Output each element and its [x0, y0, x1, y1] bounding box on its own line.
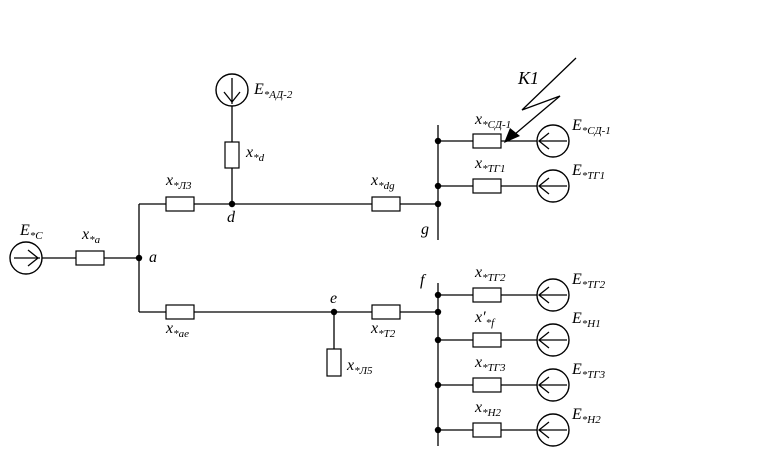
label-e-tg3: E*ТГ3	[571, 361, 606, 381]
label-x-a: x*a	[81, 226, 101, 246]
lightning-arrowhead-icon	[504, 128, 520, 143]
label-x-dg: x*dg	[370, 172, 395, 192]
source-e-tg2	[536, 278, 570, 312]
resistor-x-n2	[472, 422, 502, 438]
resistors	[75, 133, 502, 438]
label-x-sd1: x*СД-1	[474, 111, 511, 131]
junction-e	[330, 308, 338, 316]
junction-d	[228, 200, 236, 208]
resistor-x-sd1	[472, 133, 502, 149]
label-e-tg1: E*ТГ1	[571, 162, 605, 182]
resistor-x-tg2	[472, 287, 502, 303]
resistor-x-l5	[326, 348, 342, 377]
resistor-x-tg3	[472, 377, 502, 393]
label-e-n1: E*Н1	[571, 310, 601, 330]
source-e-c	[9, 241, 43, 275]
label-x-n2: x*Н2	[474, 399, 502, 419]
node-label-a: a	[149, 249, 157, 266]
source-e-n2	[536, 413, 570, 447]
junction-g-1	[434, 137, 442, 145]
source-e-ad2	[215, 73, 249, 107]
source-e-tg3	[536, 368, 570, 402]
node-label-g: g	[421, 221, 429, 238]
label-e-c: E*C	[19, 222, 43, 242]
label-x-d: x*d	[245, 144, 265, 164]
resistor-x-f	[472, 332, 502, 348]
junction-g-2	[434, 182, 442, 190]
resistor-x-tg1	[472, 178, 502, 194]
node-labels: a d g e f	[149, 209, 429, 307]
sources	[9, 73, 570, 447]
label-e-tg2: E*ТГ2	[571, 271, 606, 291]
resistor-x-dg	[371, 196, 401, 212]
resistor-x-a	[75, 250, 105, 266]
resistor-x-d	[224, 141, 240, 169]
label-x-t2: x*Т2	[370, 320, 396, 340]
source-e-tg1	[536, 169, 570, 203]
junction-f-1	[434, 291, 442, 299]
source-labels: E*C E*АД-2 E*СД-1 E*ТГ1 E*ТГ2 E*Н1 E*ТГ3…	[19, 81, 611, 426]
junction-f-3	[434, 336, 442, 344]
label-x-tg3: x*ТГ3	[474, 354, 506, 374]
resistor-x-t2	[371, 304, 401, 320]
fault-k1: K1	[504, 57, 577, 143]
resistor-x-l3	[165, 196, 195, 212]
label-x-tg1: x*ТГ1	[474, 155, 505, 175]
resistor-labels: x*a x*Л3 x*d x*dg x*СД-1 x*ТГ1 x*ae x*Т2…	[81, 111, 511, 419]
label-x-l5: x*Л5	[346, 357, 373, 377]
resistor-x-ae	[165, 304, 195, 320]
source-e-sd1	[536, 124, 570, 158]
label-x-f: x′*f	[474, 309, 496, 329]
node-label-d: d	[227, 209, 236, 226]
junction-a	[135, 254, 143, 262]
label-x-l3: x*Л3	[165, 172, 192, 192]
label-x-tg2: x*ТГ2	[474, 264, 506, 284]
junction-f-4	[434, 381, 442, 389]
label-x-ae: x*ae	[165, 320, 189, 340]
label-e-ad2: E*АД-2	[253, 81, 293, 101]
junction-f-2	[434, 308, 442, 316]
junctions	[135, 137, 442, 434]
junction-g-3	[434, 200, 442, 208]
node-label-f: f	[420, 272, 427, 289]
node-label-e: e	[330, 290, 337, 307]
lightning-icon	[507, 57, 577, 141]
fault-label: K1	[517, 68, 539, 88]
wires	[42, 106, 537, 446]
label-e-n2: E*Н2	[571, 406, 601, 426]
junction-f-5	[434, 426, 442, 434]
source-e-n1	[536, 323, 570, 357]
label-e-sd1: E*СД-1	[571, 117, 611, 137]
